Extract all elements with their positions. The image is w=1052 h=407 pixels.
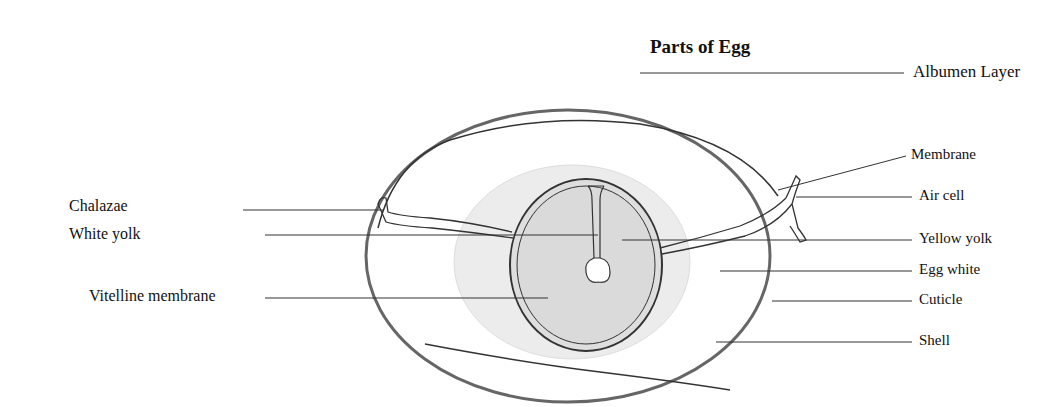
part-label: Yellow yolk <box>918 230 993 247</box>
chalazae-right <box>660 198 792 254</box>
vitelline-ring <box>517 186 655 344</box>
leader-line <box>778 156 906 190</box>
part-label: Chalazae <box>68 197 129 215</box>
part-label: Egg white <box>918 261 981 278</box>
leader-line <box>622 240 912 241</box>
leader-line <box>716 342 912 343</box>
part-label: Cuticle <box>918 291 963 308</box>
egg-shell <box>366 110 770 402</box>
leader-line <box>265 235 598 236</box>
white-yolk-stem <box>588 186 604 258</box>
part-label: Membrane <box>910 146 977 163</box>
leader-line <box>720 271 912 272</box>
air-cell <box>786 176 806 242</box>
egg-white <box>454 165 690 359</box>
part-label: Albumen Layer <box>912 62 1021 82</box>
diagram-title: Parts of Egg <box>650 36 750 58</box>
chalazae-left <box>378 198 513 238</box>
part-label: Vitelline membrane <box>88 287 217 305</box>
white-yolk-blob <box>586 258 610 282</box>
leader-line <box>772 301 912 302</box>
leader-line <box>265 298 548 299</box>
leader-line <box>640 73 904 74</box>
yolk-outer <box>510 179 662 351</box>
part-label: Air cell <box>918 187 965 204</box>
part-label: Shell <box>918 332 951 349</box>
leader-line <box>796 197 912 198</box>
part-label: White yolk <box>68 225 142 243</box>
leader-line <box>243 210 384 211</box>
leader-lines <box>243 73 912 342</box>
